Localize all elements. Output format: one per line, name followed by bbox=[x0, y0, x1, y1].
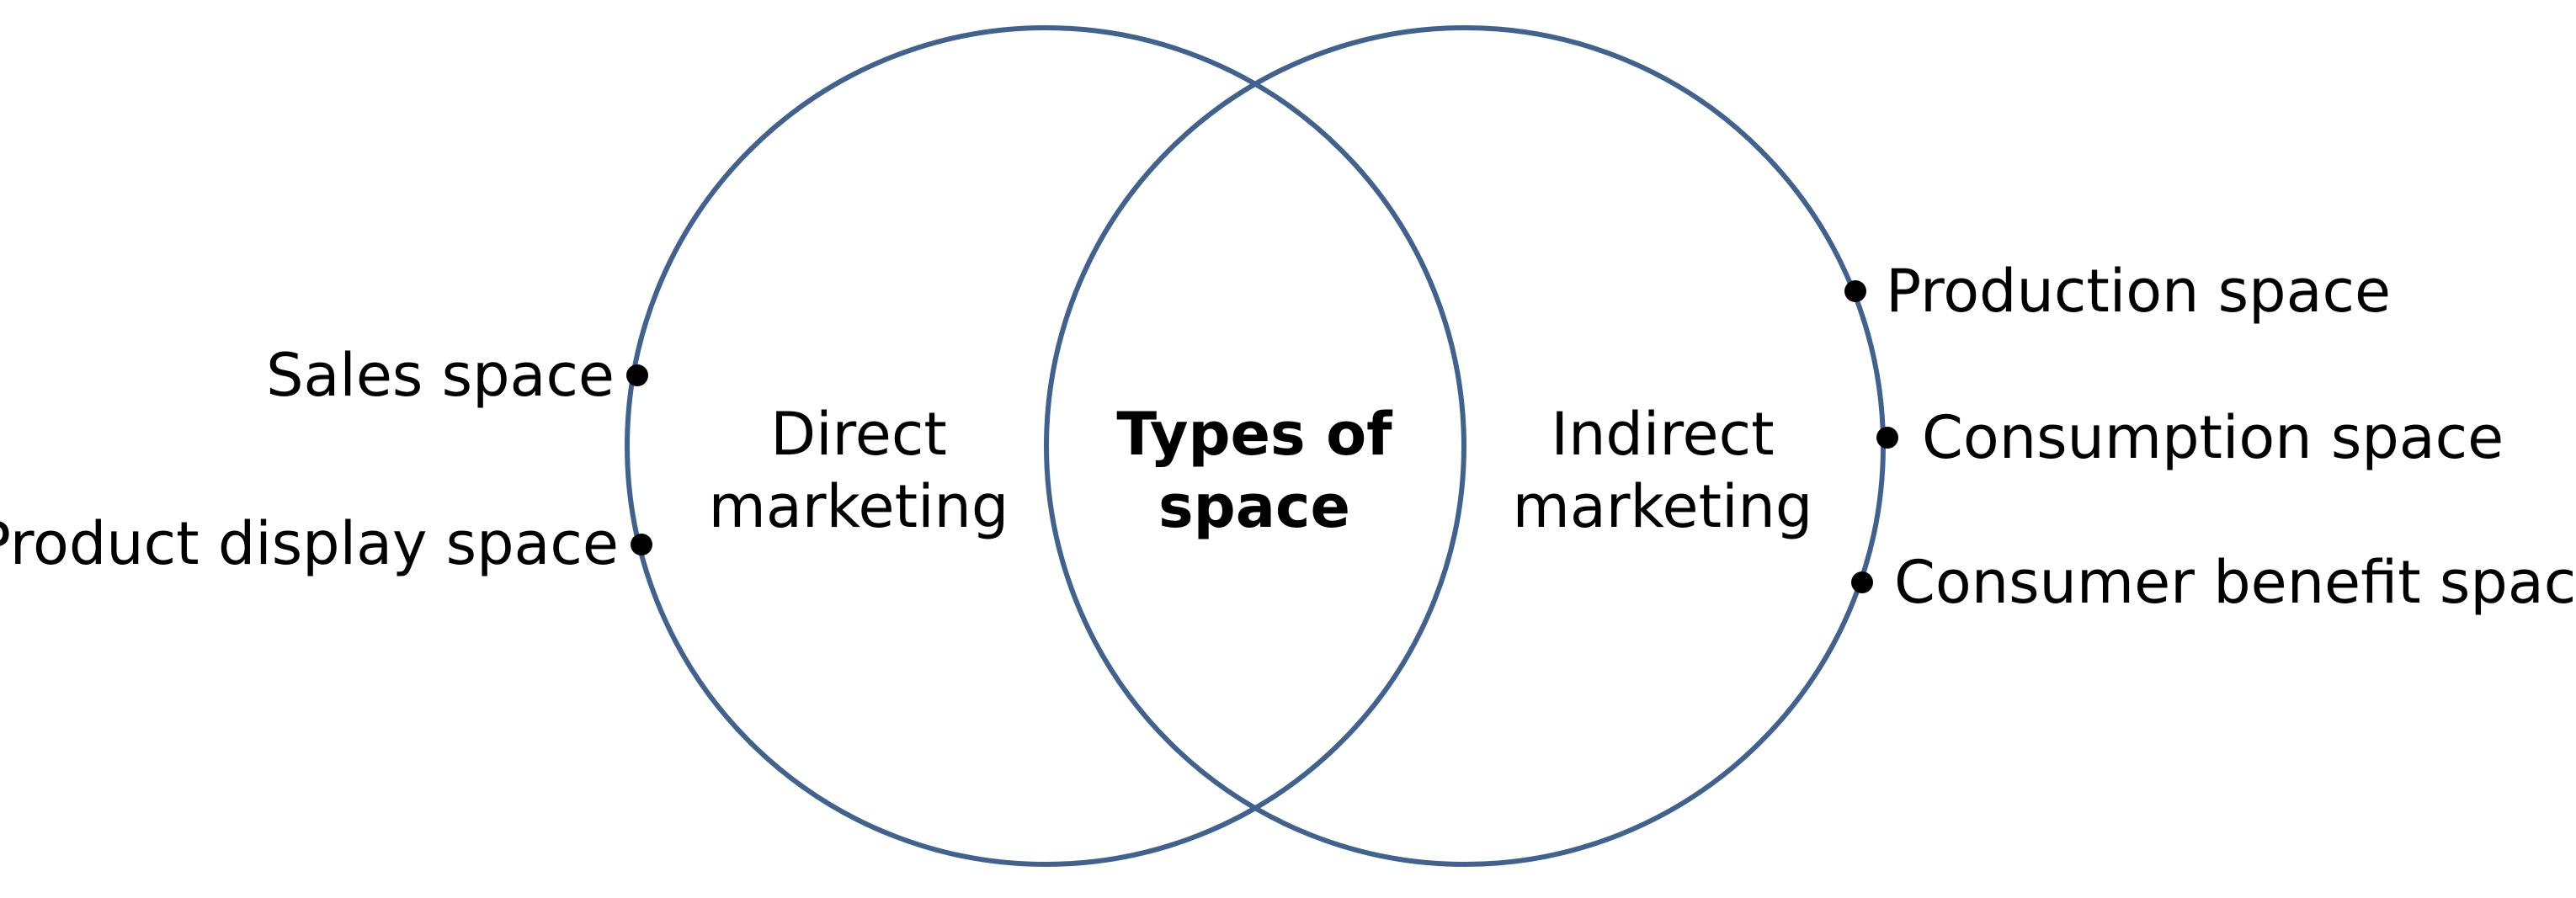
production-space-label: Production space bbox=[1886, 257, 2391, 326]
intersection-label-line1: Types of bbox=[1116, 400, 1393, 469]
production-space-dot bbox=[1844, 280, 1866, 302]
intersection-label-line2: space bbox=[1158, 472, 1350, 541]
direct-marketing-circle bbox=[625, 25, 1466, 867]
consumer-benefit-space-dot bbox=[1851, 571, 1873, 593]
product-display-space-label: Product display space bbox=[0, 509, 619, 578]
indirect-label-line1: Indirect bbox=[1551, 400, 1774, 469]
direct-label-line2: marketing bbox=[709, 472, 1009, 541]
sales-space-dot bbox=[626, 364, 648, 386]
indirect-label-line2: marketing bbox=[1513, 472, 1813, 541]
product-display-space-dot bbox=[631, 534, 652, 555]
consumer-benefit-space-label: Consumer benefit space bbox=[1894, 548, 2576, 617]
direct-label-line1: Direct bbox=[770, 400, 947, 469]
consumption-space-label: Consumption space bbox=[1922, 403, 2504, 472]
consumption-space-dot bbox=[1876, 427, 1898, 449]
sales-space-label: Sales space bbox=[266, 341, 615, 410]
